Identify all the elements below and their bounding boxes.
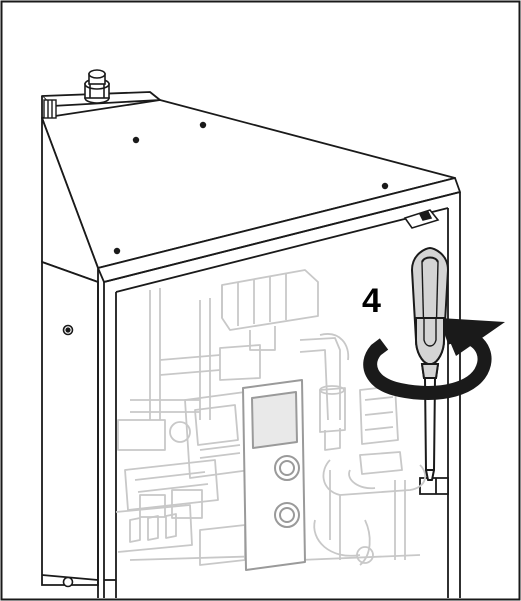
- panel-seam: [419, 477, 449, 495]
- lid-screw: [199, 121, 207, 129]
- step-number: 4: [362, 282, 381, 320]
- lid-screw: [132, 136, 140, 144]
- screwdriver-front: [415, 317, 445, 379]
- internal-components: [115, 269, 427, 566]
- control-module: [242, 379, 306, 571]
- unit-lid: [41, 91, 461, 283]
- rotation-arrow-icon: [363, 318, 505, 400]
- left-fittings: [43, 99, 57, 119]
- lid-screw: [113, 247, 121, 255]
- side-panel: [41, 260, 99, 586]
- lid-screw: [381, 182, 389, 190]
- side-screw-holes: [62, 324, 74, 588]
- lid-screw-holes: [113, 121, 389, 255]
- latch-detail: [403, 209, 440, 229]
- pipe-fitting: [84, 69, 110, 104]
